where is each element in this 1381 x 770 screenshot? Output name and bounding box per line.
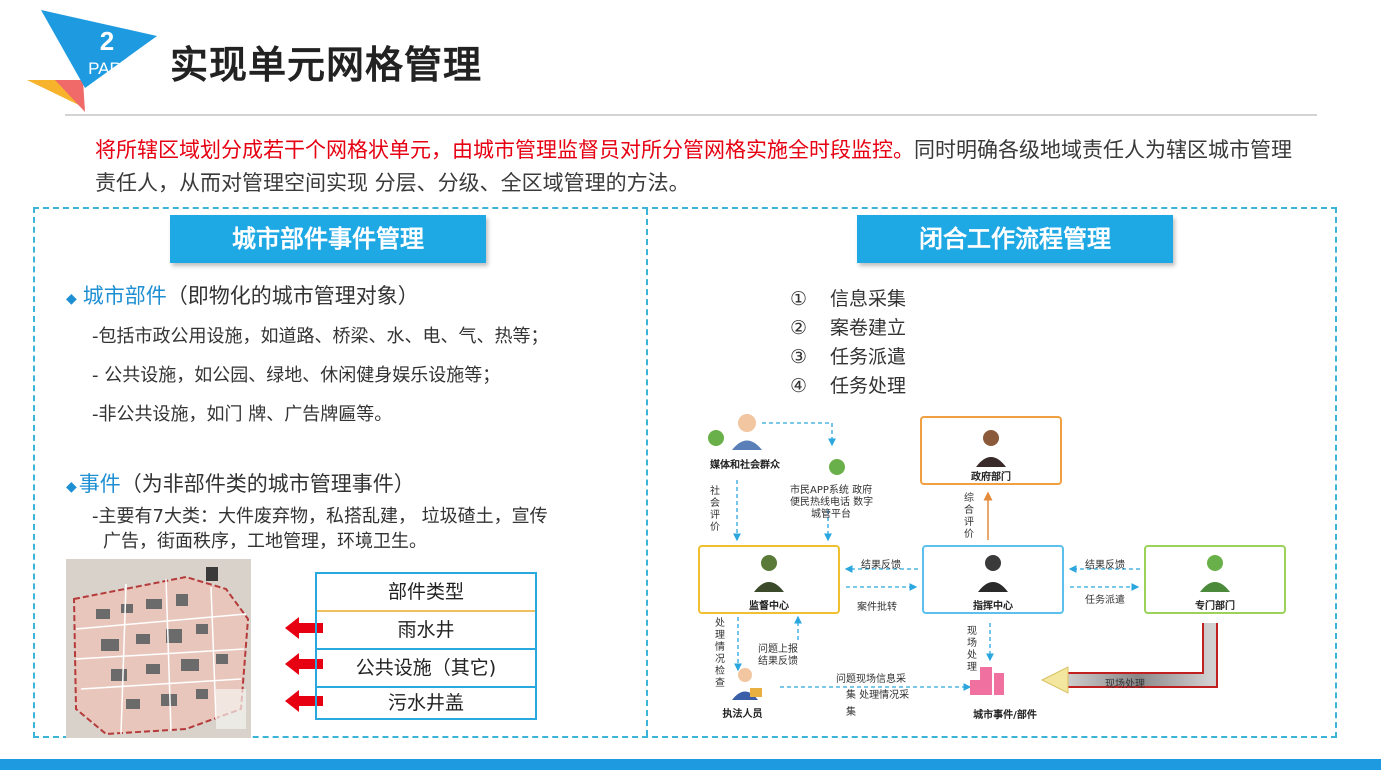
panel-divider (646, 209, 648, 736)
parts-item-3: -非公共设施，如门 牌、广告牌匾等。 (92, 404, 393, 425)
part-word: PART (88, 59, 132, 78)
table-row: 污水井盖 (387, 692, 464, 714)
red-arrow-icon (285, 653, 323, 675)
person-icon (732, 414, 762, 450)
task-dispatch-label: 任务派遣 (1085, 595, 1125, 606)
table-header: 部件类型 (317, 574, 535, 612)
platforms-label-1: 市民APP系统 政府 (790, 485, 873, 496)
step-number: ① (790, 288, 808, 310)
step-1: ① 信息采集 (790, 284, 906, 311)
events-line-2: 广告，街面秩序，工地管理，环境卫生。 (103, 531, 427, 552)
step-number: ③ (790, 346, 808, 368)
comprehensive-eval-label: 综合评价 (964, 493, 974, 540)
intro-highlight: 将所辖区域划分成若干个网格状单元，由城市管理监督员对所分管网格实施全时段监控。 (95, 138, 914, 162)
result-feedback-label: 结果反馈 (1085, 560, 1125, 571)
case-approval-label: 案件批转 (857, 602, 897, 613)
diamond-bullet-icon: ◆ (66, 479, 77, 495)
step-label: 任务派遣 (830, 346, 907, 368)
step-2: ② 案卷建立 (790, 313, 906, 340)
grid-map-illustration (66, 559, 251, 738)
enforcer-label: 执法人员 (722, 709, 763, 720)
grid-map-image (66, 559, 251, 738)
part-type-table: 部件类型 雨水井 公共设施（其它) 污水井盖 (315, 572, 537, 720)
title-divider (65, 114, 1317, 116)
step-number: ④ (790, 375, 808, 397)
events-parts-label: 城市事件/部件 (973, 710, 1037, 721)
handle-check-label: 处理情况检查 (715, 618, 725, 689)
report-label-2: 结果反馈 (758, 656, 798, 667)
left-section-title: 城市部件事件管理 (170, 215, 486, 263)
part-badge-shape (27, 10, 157, 112)
parts-item-2: - 公共设施，如公园、绿地、休闲健身娱乐设施等； (92, 365, 501, 386)
command-center-node: 指挥中心 (973, 601, 1013, 612)
step-3: ③ 任务派遣 (790, 342, 906, 369)
page-title: 实现单元网格管理 (170, 43, 483, 87)
red-arrow-icon (285, 690, 323, 712)
platforms-label-3: 城管平台 (811, 509, 851, 520)
workflow-diagram (698, 414, 1286, 700)
platforms-label-2: 便民热线电话 数字 (790, 497, 874, 508)
intro-paragraph: 将所辖区域划分成若干个网格状单元，由城市管理监督员对所分管网格实施全时段监控。同… (95, 134, 1295, 200)
parts-item-1: -包括市政公用设施，如道路、桥梁、水、电、气、热等； (92, 326, 549, 347)
events-heading-note: （为非部件类的城市管理事件） (120, 472, 415, 496)
step-4: ④ 任务处理 (790, 371, 906, 398)
supervision-center-node: 监督中心 (749, 601, 789, 612)
red-arrow-icon (285, 617, 323, 639)
media-public-label: 媒体和社会群众 (710, 460, 780, 471)
content-frame (33, 207, 1337, 738)
step-label: 信息采集 (830, 288, 907, 310)
report-label-1: 问题上报 (758, 644, 798, 655)
result-feedback-label: 结果反馈 (861, 560, 901, 571)
part-number: 2 (99, 26, 115, 56)
step-label: 案卷建立 (830, 317, 907, 339)
parts-heading-note: （即物化的城市管理对象） (166, 284, 419, 308)
diamond-bullet-icon: ◆ (66, 291, 77, 307)
onsite-handle-v-label: 现场处理 (967, 626, 977, 673)
right-section-title: 闭合工作流程管理 (857, 215, 1173, 263)
gov-dept-node: 政府部门 (971, 472, 1011, 483)
part-badge: 2 PART (25, 8, 165, 116)
parts-heading: ◆ 城市部件（即物化的城市管理对象） (66, 280, 419, 310)
info-label-2: 集 处理情况采 (846, 690, 910, 701)
events-line-1: -主要有7大类：大件废弃物，私搭乱建， 垃圾碴土，宣传 (92, 506, 548, 527)
info-label-3: 集 (846, 707, 856, 718)
footer-bar (0, 759, 1381, 770)
social-eval-label: 社会评价 (710, 486, 720, 533)
onsite-handle-h-label: 现场处理 (1105, 679, 1145, 690)
special-dept-node: 专门部门 (1195, 601, 1235, 612)
step-number: ② (790, 317, 808, 339)
parts-heading-main: 城市部件 (82, 284, 167, 308)
intro-text: 同时明确各级地域责任人为辖区城市管理责任人，从而对管理空间实现 分层、分级、全区… (95, 138, 1292, 195)
info-label-1: 问题现场信息采 (836, 674, 906, 685)
step-label: 任务处理 (830, 375, 907, 397)
events-heading-main: 事件 (78, 472, 121, 496)
events-heading: ◆事件（为非部件类的城市管理事件） (66, 468, 415, 498)
table-row: 公共设施（其它) (317, 650, 535, 688)
table-row: 雨水井 (317, 612, 535, 650)
